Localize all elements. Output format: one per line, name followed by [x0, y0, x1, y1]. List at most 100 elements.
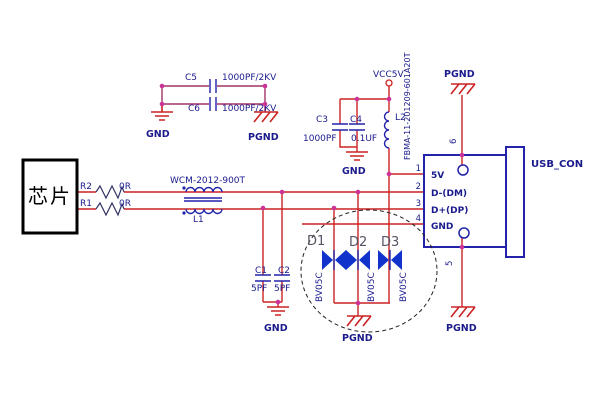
junction-dot	[354, 96, 360, 102]
resistor-r1: R1 0R	[80, 199, 131, 217]
junction-dot	[355, 189, 361, 195]
usb-mount-hole-bottom	[458, 227, 470, 239]
wires-red	[77, 86, 463, 316]
junction-dot	[279, 189, 285, 195]
cap-c1-ref: C1	[255, 266, 267, 276]
usb-connector-shield-tab	[505, 146, 525, 258]
vcc-power-port	[385, 79, 393, 87]
vcc-net-label: VCC5V	[373, 70, 404, 80]
gnd-label-c3c4: GND	[342, 166, 366, 177]
junction-dot	[262, 83, 268, 89]
resistor-r1-ref: R1	[80, 199, 92, 209]
tvs-d3-right-triangle	[391, 250, 402, 270]
tvs-d3-left-triangle	[378, 250, 389, 270]
cap-c3-ref: C3	[316, 115, 328, 125]
cap-c6-value: 1000PF/2KV	[222, 104, 277, 114]
wires-coupling-loop	[161, 85, 266, 112]
tvs-diode-d3: D3 BV05C	[378, 235, 409, 302]
tvs-d2-left-triangle	[346, 250, 357, 270]
choke-l1: WCM-2012-900T L1	[170, 176, 246, 225]
junction-dot	[386, 96, 392, 102]
junction-dot	[355, 300, 361, 306]
gnd-label-c5c6: GND	[146, 129, 170, 140]
junction-dot	[275, 299, 281, 305]
cap-c2: C2 5PF	[274, 266, 290, 294]
cap-c2-ref: C2	[278, 266, 290, 276]
usb-shield-pin6-number: 6	[449, 139, 459, 144]
cap-c4-value: 0.1UF	[351, 134, 377, 144]
cap-c1-plates	[255, 274, 271, 282]
usb-mount-hole-top	[457, 164, 469, 176]
gnd-symbol-c5c6	[151, 104, 173, 121]
tvs-d3-part: BV05C	[399, 272, 409, 302]
usb-pin1-label: 5V	[431, 171, 444, 181]
tvs-d1-left-triangle	[322, 250, 333, 270]
pgnd-symbol-c5c6	[253, 111, 279, 123]
junction-dot	[459, 244, 465, 250]
cap-c6: C6 1000PF/2KV	[188, 97, 277, 114]
tvs-d1-part: BV05C	[315, 272, 325, 302]
cap-c3-plates	[332, 123, 348, 131]
net-c5c6	[161, 85, 266, 112]
inductor-l2-symbol	[383, 111, 390, 149]
cap-c5: C5 1000PF/2KV	[185, 73, 277, 93]
net-esd-rail	[334, 302, 390, 316]
gnd-symbol-c1c2	[267, 306, 289, 316]
resistor-r2: R2 0R	[80, 182, 131, 200]
pgnd-label-usb-bottom: PGND	[446, 323, 477, 334]
chip-box	[21, 158, 79, 235]
gnd-label-c1c2: GND	[264, 323, 288, 334]
usb-connector: USB_CON 5V D-(DM) D+(DP) GND 1 2 3 4 6 5…	[416, 139, 584, 334]
junction-dot	[262, 101, 268, 107]
tvs-d2-part: BV05C	[367, 272, 377, 302]
inductor-l2-part: FBMA-11-201209-601A20T	[403, 52, 412, 160]
cap-c2-value: 5PF	[274, 284, 290, 294]
resistor-r2-symbol	[95, 184, 125, 200]
esd-diode-array: D1 BV05C D2 BV05C D3 BV05C PGND	[300, 209, 438, 344]
esd-highlight-circle	[300, 209, 438, 333]
cap-c1: C1 5PF	[251, 266, 271, 294]
usb-pin2-number: 2	[416, 182, 421, 192]
choke-l1-part: WCM-2012-900T	[170, 176, 246, 186]
cap-c5-plates	[209, 79, 217, 93]
ground-symbols	[151, 79, 476, 327]
junction-dots	[159, 83, 465, 306]
junction-dot	[260, 205, 266, 211]
tvs-d3-ref: D3	[381, 235, 399, 250]
resistor-r1-value: 0R	[119, 199, 131, 209]
pgnd-label-esd: PGND	[342, 333, 373, 344]
cap-c3-value: 1000PF	[303, 134, 337, 144]
junction-dot	[331, 205, 337, 211]
usb-pin4-label: GND	[431, 222, 453, 232]
junction-dot	[386, 171, 392, 177]
cap-c1-value: 5PF	[251, 284, 267, 294]
pgnd-label-top-right: PGND	[444, 69, 475, 80]
choke-l1-ref: L1	[193, 215, 204, 225]
choke-l1-phase-dot-bottom	[182, 211, 186, 215]
tvs-diode-d1: D1 BV05C	[307, 234, 346, 302]
usb-pin1-number: 1	[416, 164, 421, 174]
cap-c6-plates	[209, 97, 217, 111]
pgnd-symbol-esd	[346, 315, 372, 327]
usb-pin3-number: 3	[416, 199, 421, 209]
choke-l1-phase-dot-top	[182, 186, 186, 190]
tvs-d2-ref: D2	[349, 235, 367, 250]
inductor-l2-ref: L2	[395, 113, 406, 123]
choke-l1-core	[184, 197, 222, 202]
cap-c5-ref: C5	[185, 73, 197, 83]
resistor-r2-ref: R2	[80, 182, 92, 192]
cap-c4-plates	[349, 123, 365, 131]
gnd-symbol-c3c4	[346, 151, 368, 161]
cap-c4-ref: C4	[350, 115, 362, 125]
tvs-diode-d2: D2 BV05C	[346, 235, 377, 302]
usb-connector-name: USB_CON	[531, 159, 583, 170]
tvs-d2-right-triangle	[359, 250, 370, 270]
choke-l1-winding-bottom	[185, 208, 223, 215]
pgnd-symbol-usb	[450, 306, 476, 318]
usb-shield-pin5-number: 5	[445, 261, 455, 266]
resistor-r1-symbol	[95, 201, 125, 217]
junction-dot	[459, 152, 465, 158]
chip: 芯片	[21, 158, 79, 235]
